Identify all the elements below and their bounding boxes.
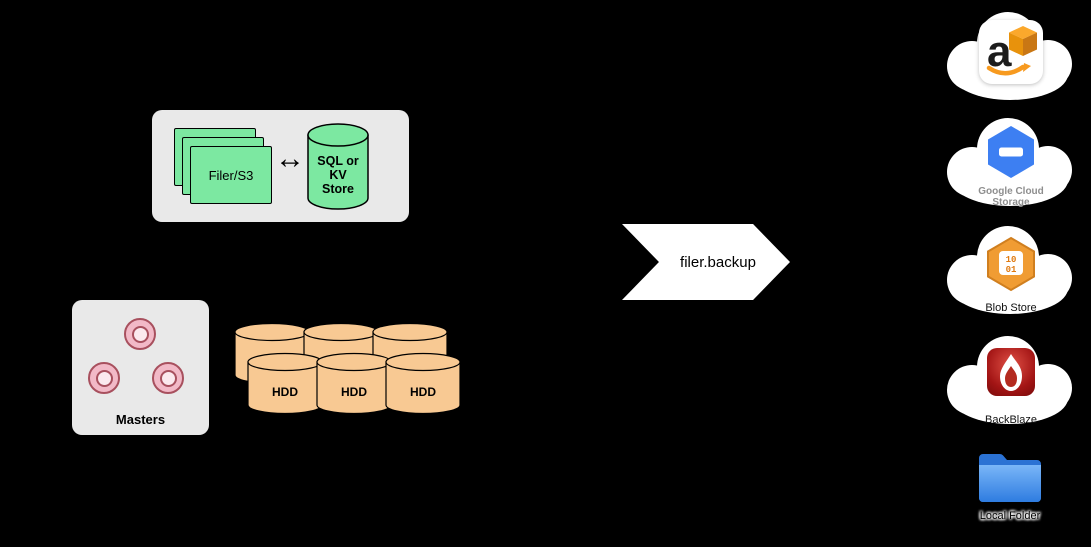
blob-store-hexagon-icon: 10 01 (987, 236, 1035, 292)
store-label-line2: KV (329, 168, 347, 182)
filer-store-group: Filer/S3 ↔ SQL or KV Store (152, 110, 409, 222)
hdd-cylinder: HDD (316, 352, 392, 415)
store-label-line1: SQL or (317, 154, 359, 168)
backblaze-label: BackBlaze (985, 414, 1037, 426)
hdd-label: HDD (272, 385, 298, 399)
gcs-label: Google Cloud Storage (936, 186, 1086, 208)
hdd-label: HDD (410, 385, 436, 399)
filer-label: Filer/S3 (208, 167, 254, 183)
masters-label: Masters (115, 412, 166, 427)
store-label-line3: Store (322, 182, 354, 196)
destination-google-cloud-storage: Google Cloud Storage (936, 112, 1086, 212)
master-node-icon (124, 318, 156, 350)
destination-local-folder: Local Folder (974, 448, 1046, 534)
sql-kv-store-cylinder: SQL or KV Store (307, 123, 369, 210)
filer-backup-arrow: filer.backup (622, 224, 790, 300)
backblaze-flame-icon (987, 348, 1035, 396)
destination-aws-cloud: a (936, 6, 1086, 106)
filer-backup-label: filer.backup (680, 253, 756, 271)
hdd-cylinder: HDD (247, 352, 323, 415)
amazon-smile-swoosh (986, 64, 1026, 76)
blob-store-label: Blob Store (985, 302, 1037, 314)
blob-icon-text-bottom: 01 (1006, 265, 1017, 275)
aws-cube-icon (1009, 26, 1037, 56)
google-cloud-hexagon-icon (988, 126, 1034, 178)
filer-node: Filer/S3 (190, 146, 272, 204)
gcs-label-line1: Google Cloud (978, 186, 1044, 197)
master-node-icon (88, 362, 120, 394)
blob-icon-text-top: 10 (1006, 255, 1017, 265)
hdd-cylinder: HDD (385, 352, 461, 415)
bidirectional-arrow-icon: ↔ (275, 142, 305, 175)
hdd-label: HDD (341, 385, 367, 399)
swoosh-arrowhead (1023, 63, 1031, 72)
local-folder-label: Local Folder (979, 510, 1041, 522)
master-node-icon (152, 362, 184, 394)
destination-backblaze: BackBlaze (936, 330, 1086, 430)
aws-logo-icon: a (979, 20, 1043, 84)
folder-icon (979, 454, 1041, 502)
gcs-label-line2: Storage (992, 197, 1030, 208)
destination-blob-store: 10 01 Blob Store (936, 220, 1086, 320)
masters-group: Masters (72, 300, 209, 435)
